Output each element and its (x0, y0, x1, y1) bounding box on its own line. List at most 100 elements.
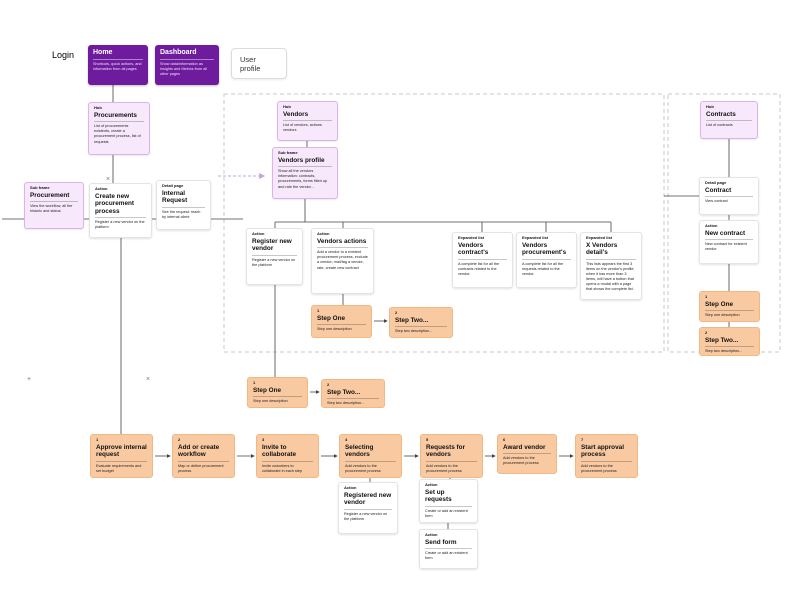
step-number: 7 (581, 437, 584, 442)
node-register-step-1[interactable]: 1 Step One Step one description (247, 377, 308, 408)
node-register-step-2[interactable]: 2 Step Two... Step two description... (321, 379, 385, 408)
step-number: 1 (705, 294, 708, 299)
node-title: Vendors contract's (458, 241, 489, 257)
divider (581, 460, 632, 462)
node-desc: Step two description... (327, 401, 365, 406)
node-vendors-step-1[interactable]: 1 Step One Step one description (311, 305, 372, 338)
divider (426, 460, 477, 462)
node-tag: Expanded list (522, 235, 549, 240)
step-number: 2 (395, 310, 398, 315)
node-desc: Shortcuts, quick actions, and informatio… (93, 62, 142, 72)
node-desc: This lists appears the first 3 items on … (586, 261, 635, 292)
node-title: Internal Request (162, 189, 188, 205)
divider (458, 258, 507, 260)
node-desc: Show all the vendors information: contra… (278, 169, 327, 189)
node-dashboard[interactable]: Dashboard Show data/information as insig… (155, 45, 219, 85)
node-contract-detail[interactable]: Detail page Contract View contract (699, 177, 759, 215)
node-title: Selecting vendors (345, 443, 374, 459)
divider (705, 239, 753, 241)
node-tag: Action (344, 485, 357, 490)
node-contract-step-1[interactable]: 1 Step One Step one description (699, 291, 760, 322)
node-desc: New contract for existent vendor (705, 242, 747, 252)
node-desc: Invite coworkers to collaborate in each … (262, 463, 303, 473)
divider (522, 258, 571, 260)
step-number: 1 (96, 437, 99, 442)
node-new-contract[interactable]: Action New contract New contract for exi… (699, 220, 759, 264)
node-contract-step-2[interactable]: 2 Step Two... Step two description... (699, 327, 760, 356)
node-home[interactable]: Home Shortcuts, quick actions, and infor… (88, 45, 148, 85)
node-tag: Sub frame (30, 185, 50, 190)
divider (503, 453, 551, 455)
node-vendors-hub[interactable]: Hub Vendors List of vendors, actions ven… (277, 101, 338, 141)
divider (706, 120, 752, 122)
node-desc: Register a new vendor on the platform (344, 511, 388, 521)
divider (178, 460, 229, 462)
divider (95, 216, 146, 218)
node-tag: Action (705, 223, 718, 228)
node-create-new-procurement[interactable]: Action Create new procurement process Re… (89, 183, 152, 238)
node-contracts-hub[interactable]: Hub Contracts List of contracts (700, 101, 758, 139)
node-vendors-contracts-list[interactable]: Expanded list Vendors contract's A compl… (452, 232, 513, 288)
node-tag: Expanded list (458, 235, 485, 240)
divider (162, 206, 205, 208)
node-desc: Add vendors to the procurement process (426, 463, 462, 473)
divider (262, 460, 313, 462)
node-desc: View the workflow, all the historic and … (30, 204, 73, 214)
node-tag: Action (317, 231, 330, 236)
step-number: 1 (317, 308, 320, 313)
node-vendors-procurements-list[interactable]: Expanded list Vendors procurement's A co… (516, 232, 577, 288)
node-title: Step Two... (395, 316, 429, 324)
node-procurement-subframe[interactable]: Sub frame Procurement View the workflow,… (24, 182, 84, 229)
divider (705, 346, 754, 348)
step-number: 2 (327, 382, 330, 387)
step-number: 2 (178, 437, 181, 442)
node-title: Vendors profile (278, 156, 325, 164)
node-flow-step-4[interactable]: 4 Selecting vendors Add vendors to the p… (339, 434, 402, 478)
node-title: Procurements (94, 111, 137, 119)
node-vendors-actions[interactable]: Action Vendors actions Add a vendor to a… (311, 228, 374, 294)
node-flow-step-6[interactable]: 6 Award vendor Add vendors to the procur… (497, 434, 557, 474)
node-register-new-vendor[interactable]: Action Register new vendor Register a ne… (246, 228, 303, 285)
plus-mark-icon[interactable]: + (27, 376, 32, 383)
divider (30, 201, 78, 203)
node-title: Dashboard (160, 49, 197, 56)
node-internal-request[interactable]: Detail page Internal Request See the req… (156, 180, 211, 230)
divider (344, 508, 392, 510)
node-tag: Action (425, 482, 438, 487)
divider (586, 258, 636, 260)
divider (345, 460, 396, 462)
node-desc: Step one description (317, 327, 352, 332)
node-desc: Add vendors to the procurement process (345, 463, 381, 473)
node-registered-new-vendor[interactable]: Action Registered new vendor Register a … (338, 482, 398, 534)
node-desc: Step two description... (705, 349, 743, 354)
divider (317, 324, 366, 326)
node-send-form[interactable]: Action Send form Create or add an existe… (419, 529, 478, 569)
node-desc: View contract (705, 199, 728, 204)
node-vendors-profile[interactable]: Sub frame Vendors profile Show all the v… (272, 147, 338, 199)
node-title: X Vendors detail's (586, 241, 618, 257)
node-user-profile[interactable]: User profile (231, 48, 287, 79)
node-procurements-hub[interactable]: Hub Procurements List of procurements ex… (88, 102, 150, 155)
node-tag: Hub (706, 104, 714, 109)
node-flow-step-1[interactable]: 1 Approve internal request Evaluate requ… (90, 434, 153, 478)
node-flow-step-3[interactable]: 3 Invite to collaborate Invite coworkers… (256, 434, 319, 478)
divider (160, 59, 214, 61)
close-mark-icon[interactable]: × (146, 376, 151, 383)
node-title: Vendors (283, 110, 309, 118)
node-tag: Action (252, 231, 265, 236)
node-vendors-step-2[interactable]: 2 Step Two... Step two description... (389, 307, 453, 338)
node-flow-step-5[interactable]: 5 Requests for vendors Add vendors to th… (420, 434, 483, 478)
node-title: Set up requests (425, 488, 452, 504)
divider (425, 505, 472, 507)
node-title: Step One (705, 300, 734, 308)
node-flow-step-2[interactable]: 2 Add or create workflow Map or define p… (172, 434, 235, 478)
node-desc: Step one description (705, 313, 740, 318)
close-mark-icon[interactable]: × (106, 176, 111, 183)
node-x-vendors-details-list[interactable]: Expanded list X Vendors detail's This li… (580, 232, 642, 300)
node-title: Step Two... (327, 388, 361, 396)
node-desc: A complete list for all the contracts re… (458, 261, 500, 276)
node-flow-step-7[interactable]: 7 Start approval process Add vendors to … (575, 434, 638, 478)
divider (395, 326, 447, 328)
node-desc: Register a new vendor on the platform (252, 257, 296, 267)
node-set-up-requests[interactable]: Action Set up requests Create or add an … (419, 479, 478, 523)
